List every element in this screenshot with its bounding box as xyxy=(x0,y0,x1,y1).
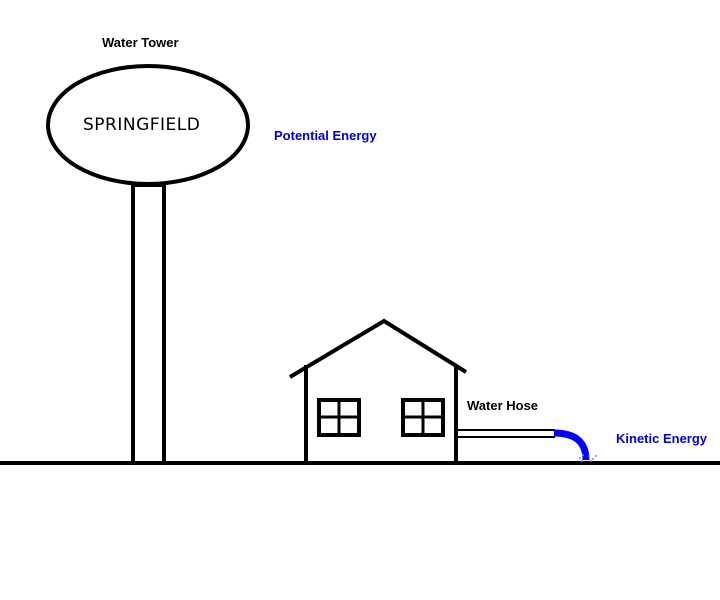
water-flow xyxy=(553,429,590,461)
house-window-left xyxy=(317,398,361,437)
kinetic-energy-label: Kinetic Energy xyxy=(616,431,708,446)
tank-name-text: SPRINGFIELD xyxy=(83,115,201,135)
potential-energy-label: Potential Energy xyxy=(274,128,377,143)
water-tower-label: Water Tower xyxy=(102,35,179,50)
house-roof xyxy=(288,318,468,379)
water-spray xyxy=(579,454,597,462)
water-hose xyxy=(457,429,555,438)
house-window-right xyxy=(401,398,445,437)
water-hose-label: Water Hose xyxy=(467,398,539,413)
tower-tank xyxy=(46,64,250,186)
